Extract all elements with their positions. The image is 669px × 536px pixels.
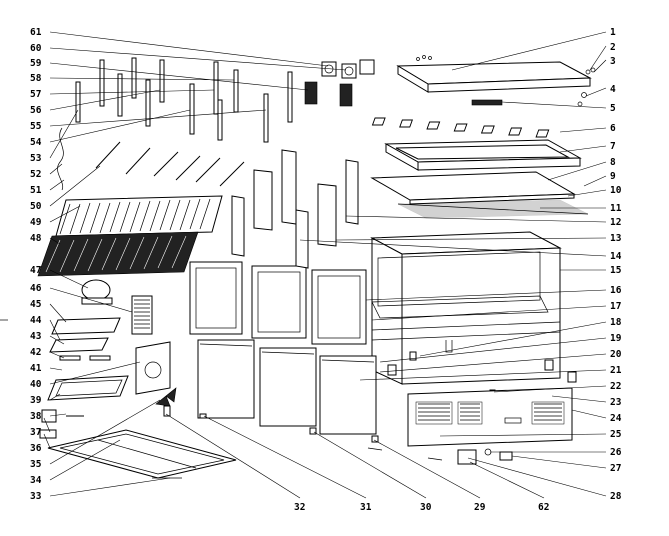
callout-45: 45 [30,299,42,310]
cutting-board [370,171,576,205]
callout-55: 55 [30,121,42,132]
callout-12: 12 [610,217,621,228]
callout-17: 17 [610,301,621,312]
condenser [131,295,153,335]
callout-46: 46 [30,283,42,294]
callout-19: 19 [610,333,622,344]
callout-34: 34 [30,475,42,486]
fans [304,59,375,107]
callout-27: 27 [610,463,621,474]
pan-supports [371,117,550,138]
callout-4: 4 [610,84,616,95]
callout-60: 60 [30,43,42,54]
callout-25: 25 [610,429,622,440]
callout-14: 14 [610,251,622,262]
callout-58: 58 [30,73,42,84]
callout-2: 2 [610,42,616,53]
callout-1: 1 [610,27,616,38]
lock-bar [471,99,503,106]
callout-20: 20 [610,349,622,360]
callout-62: 62 [538,502,549,513]
top-lid [396,55,592,93]
callout-18: 18 [610,317,622,328]
glass-doors [189,261,367,345]
compressor [81,279,113,305]
fan-blade [155,387,177,407]
front-grill [407,387,573,447]
solid-doors [197,339,377,435]
callout-39: 39 [30,395,42,406]
callout-40: 40 [30,379,42,390]
callout-29: 29 [474,502,486,513]
callout-49: 49 [30,217,42,228]
power-cable [57,127,64,191]
callout-51: 51 [30,185,42,196]
callout-43: 43 [30,331,42,342]
control-box [457,449,477,465]
callout-6: 6 [610,123,616,134]
callout-42: 42 [30,347,41,358]
callout-13: 13 [610,233,622,244]
callout-8: 8 [610,157,616,168]
callout-44: 44 [30,315,42,326]
callouts-left: 61 60 59 58 57 56 55 54 53 52 51 50 49 4… [30,27,42,502]
callout-36: 36 [30,443,42,454]
callout-57: 57 [30,89,41,100]
callout-52: 52 [30,169,41,180]
callout-59: 59 [30,58,42,69]
callout-47: 47 [30,265,41,276]
screws-top-right [577,67,596,107]
callout-11: 11 [610,203,622,214]
cabinet-body [370,231,562,385]
callout-33: 33 [30,491,42,502]
callout-53: 53 [30,153,42,164]
callout-41: 41 [30,363,42,374]
callout-54: 54 [30,137,42,148]
callout-38: 38 [30,411,42,422]
callouts-right: 1 2 3 4 5 6 7 8 9 10 11 12 13 14 15 16 1… [610,27,622,502]
callouts-bottom: 32 31 30 29 62 [294,502,549,513]
callout-7: 7 [610,141,616,152]
base-frame [47,429,237,479]
callout-21: 21 [610,365,622,376]
callout-10: 10 [610,185,622,196]
shelf-rails [95,141,245,187]
callout-48: 48 [30,233,42,244]
pan-frame [384,139,582,171]
side-panels [231,149,359,269]
callout-3: 3 [610,56,616,67]
callout-22: 22 [610,381,621,392]
callout-15: 15 [610,265,622,276]
callout-5: 5 [610,103,616,114]
evaporator-housing [47,341,171,401]
small-trays [49,317,121,361]
leader-lines [43,31,607,499]
callout-56: 56 [30,105,42,116]
callout-30: 30 [420,502,432,513]
wire-shelves [37,195,223,277]
callout-9: 9 [610,171,616,182]
callout-50: 50 [30,201,42,212]
parts-drawing [37,55,596,479]
callout-61: 61 [30,27,42,38]
callout-31: 31 [360,502,372,513]
callout-35: 35 [30,459,42,470]
callout-16: 16 [610,285,622,296]
callout-28: 28 [610,491,622,502]
callout-26: 26 [610,447,622,458]
callout-37: 37 [30,427,41,438]
callout-32: 32 [294,502,305,513]
callout-23: 23 [610,397,622,408]
brackets [75,57,293,143]
callout-24: 24 [610,413,622,424]
